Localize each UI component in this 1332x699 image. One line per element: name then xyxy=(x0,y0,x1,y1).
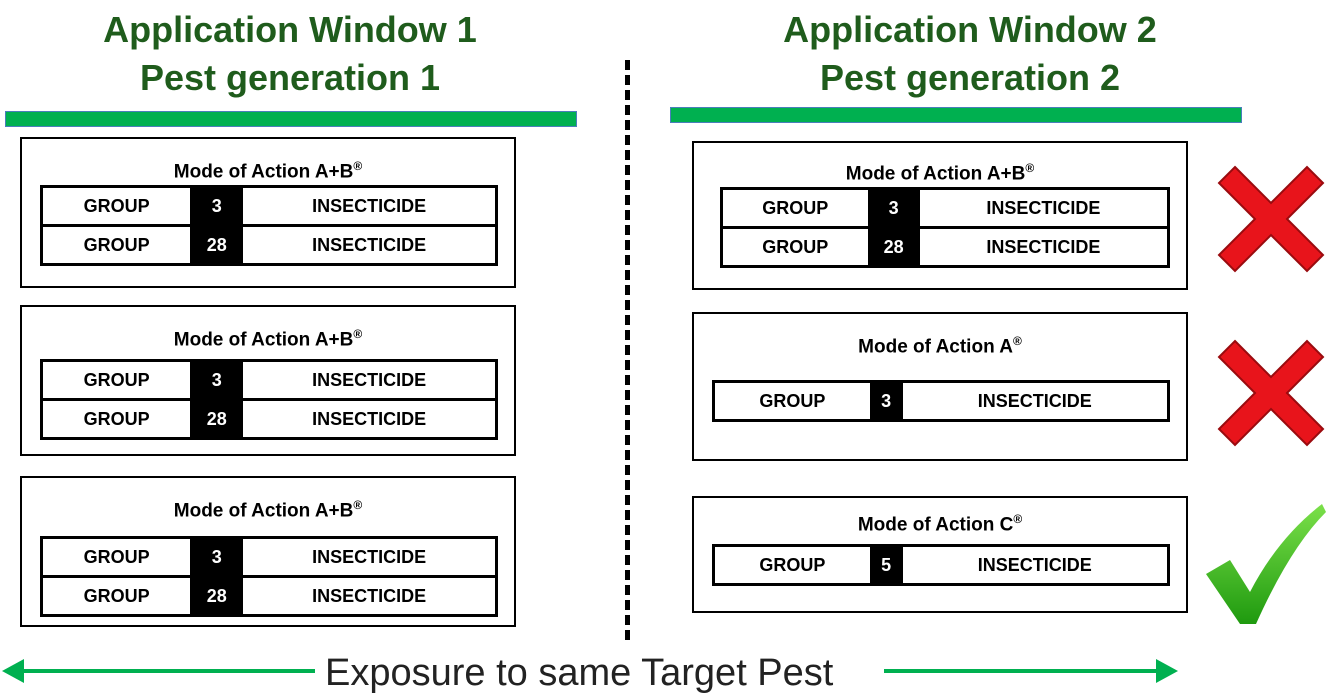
type-label: INSECTICIDE xyxy=(916,226,1171,268)
group-number: 3 xyxy=(190,359,244,401)
footer-text: Exposure to same Target Pest xyxy=(325,652,834,694)
window2-green-bar xyxy=(670,107,1242,123)
card-title: Mode of Action A+B® xyxy=(173,159,363,183)
group-number: 3 xyxy=(190,185,244,227)
type-label: INSECTICIDE xyxy=(899,380,1170,422)
window-divider xyxy=(625,60,630,640)
type-label: INSECTICIDE xyxy=(240,536,498,578)
group-label: GROUP xyxy=(712,544,873,586)
window2-title: Application Window 2 Pest generation 2 xyxy=(700,6,1240,102)
type-label: INSECTICIDE xyxy=(240,575,498,617)
group-number: 3 xyxy=(867,187,920,229)
card-title: Mode of Action A+B® xyxy=(173,498,363,522)
cross-icon xyxy=(1217,339,1325,447)
window1-title-line2: Pest generation 1 xyxy=(139,57,441,98)
window1-green-bar xyxy=(5,111,577,127)
group-number: 28 xyxy=(190,398,244,440)
group-number: 28 xyxy=(190,575,244,617)
window2-title-line2: Pest generation 2 xyxy=(819,57,1121,98)
group-number: 3 xyxy=(869,380,903,422)
cross-icon xyxy=(1217,165,1325,273)
group-label: GROUP xyxy=(712,380,873,422)
window1-title: Application Window 1 Pest generation 1 xyxy=(20,6,560,102)
card-title: Mode of Action A+B® xyxy=(173,327,363,351)
card-title: Mode of Action A® xyxy=(858,334,1022,358)
card-title: Mode of Action A+B® xyxy=(845,161,1035,185)
right-arrow-icon xyxy=(884,659,1178,683)
group-number: 28 xyxy=(190,224,244,266)
type-label: INSECTICIDE xyxy=(899,544,1170,586)
window1-title-line1: Application Window 1 xyxy=(103,9,477,50)
group-number: 3 xyxy=(190,536,244,578)
window2-title-line1: Application Window 2 xyxy=(783,9,1157,50)
group-label: GROUP xyxy=(720,226,871,268)
checkmark-icon xyxy=(1206,504,1326,624)
type-label: INSECTICIDE xyxy=(240,224,498,266)
group-number: 28 xyxy=(867,226,920,268)
left-arrow-icon xyxy=(2,659,315,683)
type-label: INSECTICIDE xyxy=(916,187,1171,229)
type-label: INSECTICIDE xyxy=(240,398,498,440)
group-label: GROUP xyxy=(39,536,194,578)
group-label: GROUP xyxy=(39,398,194,440)
type-label: INSECTICIDE xyxy=(240,359,498,401)
card-title: Mode of Action C® xyxy=(857,512,1023,536)
type-label: INSECTICIDE xyxy=(240,185,498,227)
group-label: GROUP xyxy=(39,359,194,401)
group-label: GROUP xyxy=(39,224,194,266)
group-label: GROUP xyxy=(39,575,194,617)
group-label: GROUP xyxy=(39,185,194,227)
group-label: GROUP xyxy=(720,187,871,229)
group-number: 5 xyxy=(869,544,903,586)
